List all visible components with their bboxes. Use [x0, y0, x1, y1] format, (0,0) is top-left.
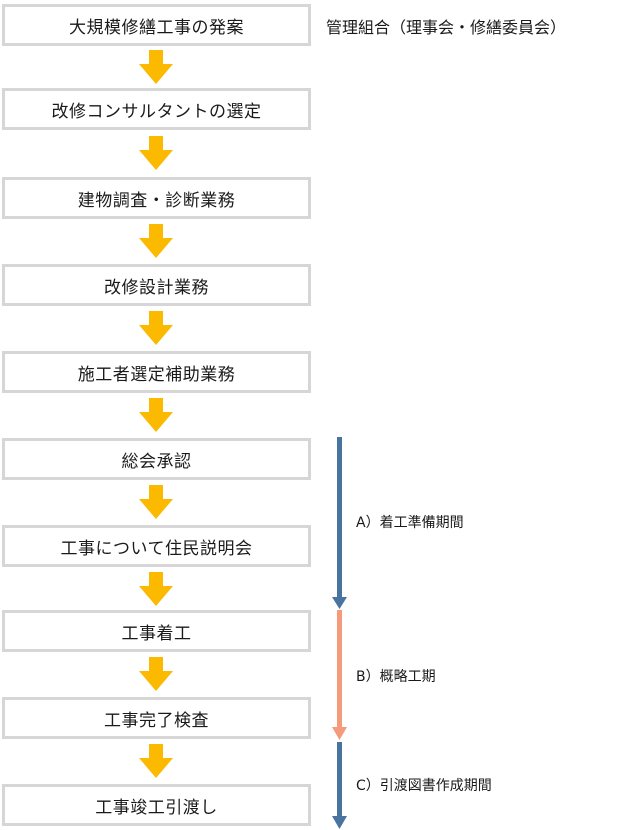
- step-label: 建物調査・診断業務: [77, 190, 236, 211]
- step-handover: 工事竣工引渡し: [2, 784, 311, 826]
- step-label: 改修設計業務: [104, 277, 209, 298]
- flow-arrow-icon: [139, 744, 173, 778]
- step-building-survey: 建物調査・診断業務: [2, 177, 311, 219]
- flow-arrow-icon: [139, 572, 173, 606]
- step-renovation-design: 改修設計業務: [2, 264, 311, 306]
- step-construction-start: 工事着工: [2, 610, 311, 652]
- step-resident-briefing: 工事について住民説明会: [2, 525, 311, 567]
- phase-b-arrow-icon: [332, 610, 347, 740]
- flow-arrow-icon: [139, 485, 173, 519]
- flow-arrow-icon: [139, 398, 173, 432]
- phase-a-arrow-icon: [332, 437, 347, 609]
- flow-arrow-icon: [139, 50, 173, 84]
- step-general-meeting-approval: 総会承認: [2, 438, 311, 480]
- step-contractor-selection: 施工者選定補助業務: [2, 351, 311, 393]
- step-proposal: 大規模修繕工事の発案: [2, 4, 311, 46]
- flow-arrow-icon: [139, 136, 173, 170]
- step-consultant-selection: 改修コンサルタントの選定: [2, 88, 311, 130]
- step-label: 施工者選定補助業務: [77, 364, 236, 385]
- phase-c-arrow-icon: [332, 742, 347, 829]
- step-label: 工事着工: [121, 623, 192, 644]
- step-completion-inspection: 工事完了検査: [2, 697, 311, 739]
- phase-c-label: C）引渡図書作成期間: [356, 778, 492, 794]
- flow-arrow-icon: [139, 224, 173, 258]
- phase-a-label: A）着工準備期間: [356, 515, 464, 531]
- phase-b-label: B）概略工期: [356, 669, 436, 685]
- step-label: 総会承認: [121, 451, 192, 472]
- step-label: 工事竣工引渡し: [95, 797, 218, 818]
- step-label: 工事完了検査: [104, 710, 209, 731]
- step-label: 工事について住民説明会: [60, 538, 253, 559]
- responsible-party-label: 管理組合（理事会・修繕委員会）: [326, 18, 567, 37]
- step-label: 大規模修繕工事の発案: [69, 17, 244, 38]
- flow-arrow-icon: [139, 311, 173, 345]
- step-label: 改修コンサルタントの選定: [51, 101, 262, 122]
- flow-arrow-icon: [139, 657, 173, 691]
